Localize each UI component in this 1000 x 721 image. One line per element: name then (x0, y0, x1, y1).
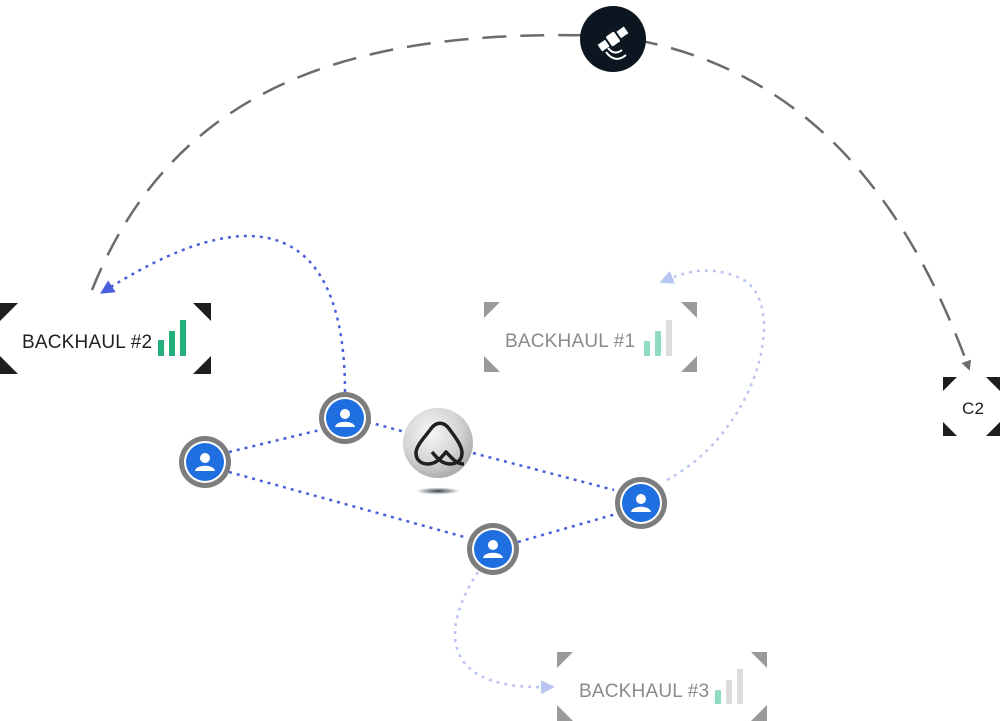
link-to-backhaul-2 (100, 234, 347, 393)
user-node[interactable] (179, 436, 231, 488)
user-icon (195, 453, 215, 471)
mesh-links (228, 420, 617, 544)
satellite-link-arc (90, 33, 971, 371)
satellite-icon (597, 26, 629, 52)
backhaul-1-label: BACKHAUL #1 (505, 331, 635, 352)
satellite-node[interactable] (580, 6, 646, 72)
signal-strength-icon (715, 669, 743, 704)
mesh-hub-logo-icon (414, 421, 465, 466)
backhaul-1-box[interactable]: BACKHAUL #1 (484, 302, 697, 372)
user-node[interactable] (319, 392, 371, 444)
user-node[interactable] (615, 477, 667, 529)
backhaul-2-label: BACKHAUL #2 (22, 332, 152, 353)
user-icon (335, 409, 355, 427)
signal-strength-icon (158, 320, 186, 356)
link-to-backhaul-1 (659, 269, 766, 482)
signal-strength-icon (644, 320, 672, 356)
backhaul-3-box[interactable]: BACKHAUL #3 (557, 652, 767, 721)
user-icon (631, 494, 651, 512)
c2-box[interactable]: C2 (943, 377, 1000, 436)
user-icon (483, 540, 503, 558)
c2-label: C2 (962, 399, 984, 418)
backhaul-3-label: BACKHAUL #3 (579, 681, 709, 702)
mesh-hub-node[interactable] (403, 408, 473, 495)
user-node[interactable] (467, 523, 519, 575)
link-to-backhaul-3 (453, 571, 555, 695)
backhaul-2-box[interactable]: BACKHAUL #2 (0, 303, 211, 374)
